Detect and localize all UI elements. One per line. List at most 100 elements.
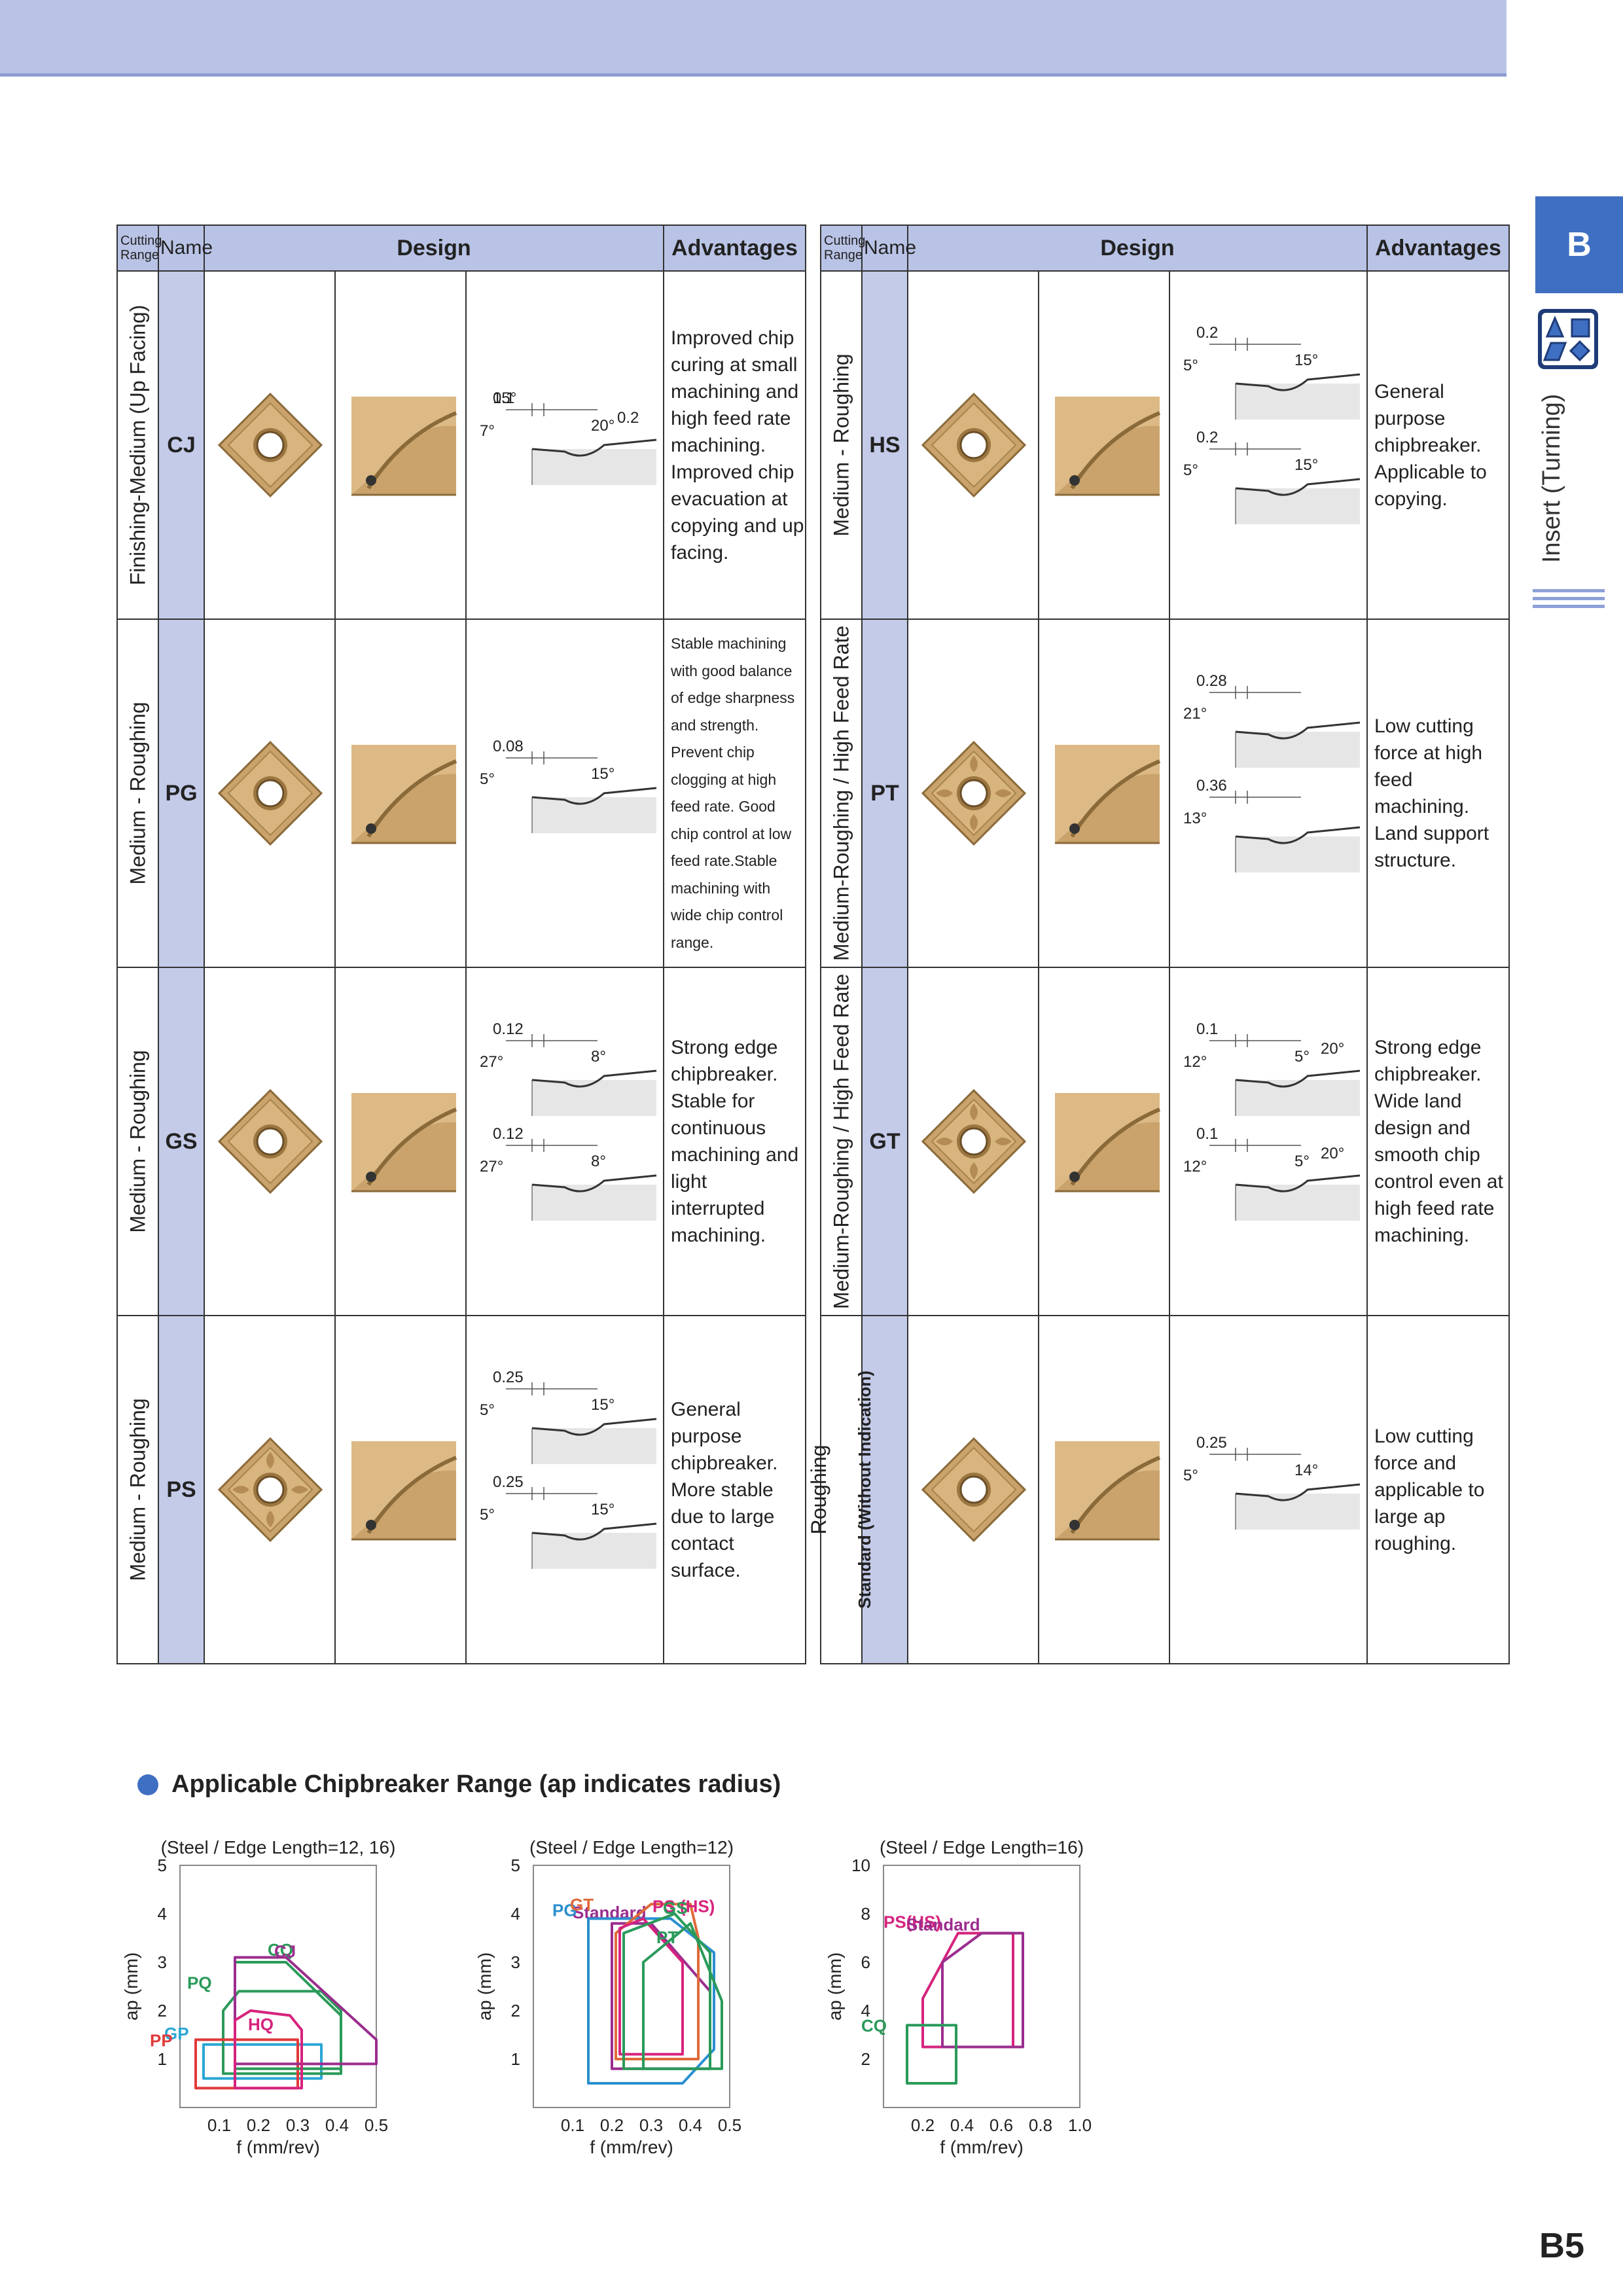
dimension-label: 5° [480, 1401, 495, 1419]
x-tick-label: 0.8 [1029, 2115, 1052, 2135]
dimension-label: 0.08 [493, 738, 524, 755]
dimension-label: 0.36 [1196, 777, 1227, 795]
y-tick-label: 3 [158, 1952, 167, 1972]
dimension-label: 7° [480, 422, 495, 440]
dimension-label: 8° [591, 1153, 606, 1170]
corner-image-cell [334, 619, 467, 968]
series-label: PG [552, 1900, 577, 1920]
advantages-text: Low cutting force and applicable to larg… [1366, 1315, 1510, 1664]
x-tick-label: 0.2 [247, 2115, 270, 2135]
advantages-text: Strong edge chipbreaker. Stable for cont… [663, 967, 806, 1316]
x-tick-label: 0.2 [911, 2115, 935, 2135]
chipbreaker-name: GT [861, 967, 908, 1316]
dimension-label: 5° [1183, 1467, 1198, 1484]
y-tick-label: 3 [511, 1952, 520, 1972]
advantages-text: Low cutting force at high feed machining… [1366, 619, 1510, 968]
header-advantages: Advantages [663, 224, 806, 272]
dimension-label: 15° [1294, 456, 1318, 474]
insert-top-view-icon [921, 1437, 1027, 1543]
insert-image-cell [907, 1315, 1039, 1664]
advantages-text: Improved chip curing at small machining … [663, 270, 806, 620]
insert-top-view-icon [921, 740, 1027, 846]
series-region-gt [615, 1903, 700, 2060]
x-tick-label: 0.2 [600, 2115, 624, 2135]
insert-top-view-icon [217, 392, 323, 498]
dimension-label: 14° [1294, 1462, 1318, 1479]
dimension-label: 0.1 [493, 389, 514, 407]
x-tick-label: 0.5 [718, 2115, 741, 2135]
dimension-label: 15° [591, 765, 615, 783]
cutting-range-label: Medium-Roughing / High Feed Rate [829, 973, 853, 1310]
y-tick-label: 4 [158, 1904, 167, 1924]
series-region-standard [941, 1931, 1024, 2049]
x-tick-label: 0.1 [561, 2115, 584, 2135]
y-tick-label: 5 [158, 1856, 167, 1875]
cutting-range-cell: Finishing-Medium (Up Facing) [116, 270, 159, 620]
dimension-label: 5° [1183, 461, 1198, 479]
x-tick-label: 0.4 [325, 2115, 349, 2135]
advantages-text: Stable machining with good balance of ed… [663, 619, 806, 968]
insert-corner-closeup-icon [1055, 1441, 1161, 1541]
cutting-range-label: Medium - Roughing [126, 1398, 149, 1581]
corner-image-cell [334, 967, 467, 1316]
series-region-cj [234, 1956, 378, 2066]
section-tab-b[interactable]: B [1535, 196, 1623, 293]
dimension-label: 0.28 [1196, 672, 1227, 690]
x-tick-label: 0.4 [679, 2115, 702, 2135]
dimension-label: 27° [480, 1158, 503, 1175]
cutting-range-cell: Medium - Roughing [116, 1315, 159, 1664]
insert-image-cell [907, 270, 1039, 620]
chipbreaker-name: PS [158, 1315, 205, 1664]
dimension-label: 0.12 [493, 1125, 524, 1143]
insert-image-cell [204, 1315, 336, 1664]
dimension-label: 0.2 [617, 409, 639, 427]
dimension-label: 5° [1183, 357, 1198, 374]
insert-corner-closeup-icon [351, 1093, 457, 1193]
cutting-range-cell: Medium - Roughing [116, 967, 159, 1316]
advantages-text: General purpose chipbreaker. More stable… [663, 1315, 806, 1664]
y-axis-label: ap (mm) [121, 1952, 141, 2020]
dimension-label: 15° [591, 1501, 615, 1518]
series-label: CQ [861, 2016, 887, 2036]
profile-diagram-cell: 0.25 5° 14° [1169, 1315, 1368, 1664]
cutting-range-label: Medium - Roughing [829, 353, 853, 537]
series-label: CJ [274, 1942, 296, 1962]
chart-title: (Steel / Edge Length=12, 16) [161, 1837, 396, 1857]
corner-image-cell [334, 270, 467, 620]
insert-corner-closeup-icon [351, 745, 457, 844]
dimension-label: 5° [1294, 1153, 1310, 1170]
chipbreaker-profile-diagram: 0.25 5° 14° [1183, 1434, 1361, 1530]
dimension-label: 0.1 [1196, 1020, 1218, 1038]
series-label: PS(HS) [883, 1912, 941, 1932]
dimension-label: 0.2 [1196, 429, 1218, 446]
y-tick-label: 4 [511, 1904, 520, 1924]
insert-top-view-icon [217, 1437, 323, 1543]
chipbreaker-name [861, 1315, 908, 1664]
cutting-range-label: Finishing-Medium (Up Facing) [126, 304, 149, 586]
y-tick-label: 4 [861, 2001, 870, 2020]
series-region-gp [202, 2043, 323, 2080]
dimension-label: 15° [591, 1396, 615, 1414]
series-label: Standard [906, 1915, 980, 1935]
y-axis-label: ap (mm) [474, 1952, 495, 2020]
insert-image-cell [907, 967, 1039, 1316]
x-tick-label: 0.4 [950, 2115, 974, 2135]
series-region-pt [642, 1922, 723, 2070]
y-tick-label: 6 [861, 1952, 870, 1972]
dimension-label: 13° [1183, 810, 1207, 827]
dimension-label: 0.25 [1196, 1434, 1227, 1452]
y-tick-label: 1 [158, 2049, 167, 2069]
insert-corner-closeup-icon [1055, 1093, 1161, 1193]
y-tick-label: 10 [851, 1856, 870, 1875]
dimension-label: 20° [1321, 1040, 1344, 1058]
cutting-range-label: Roughing [806, 1444, 830, 1535]
